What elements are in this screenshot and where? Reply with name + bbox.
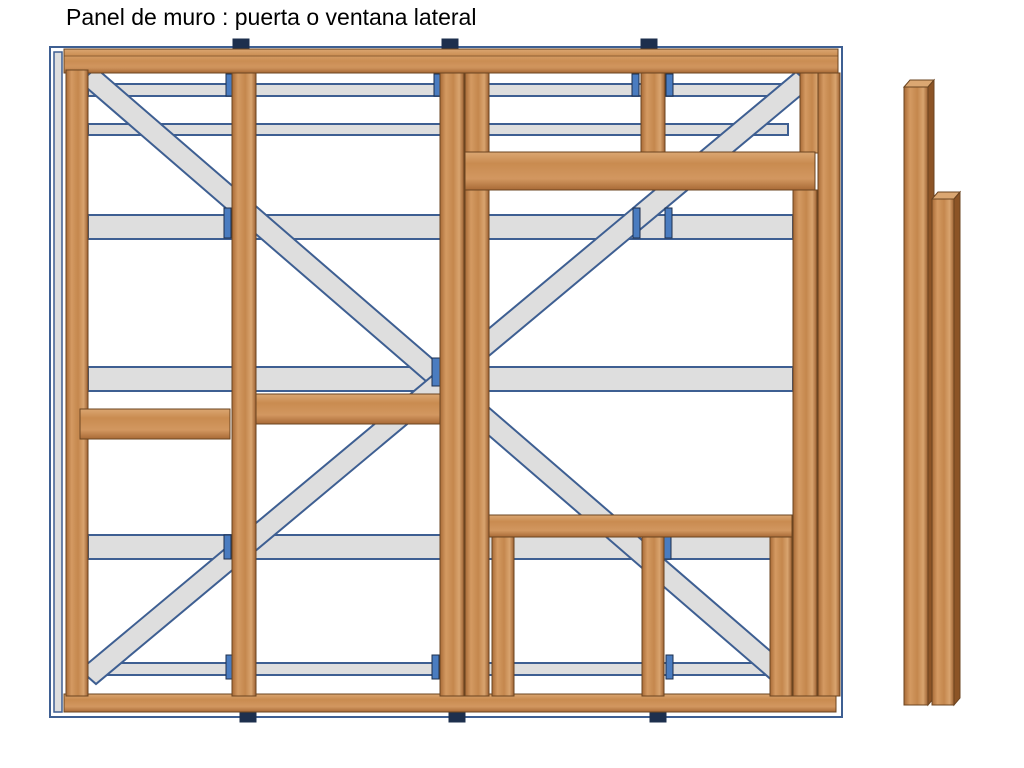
loose-studs <box>902 78 962 707</box>
loose-stud-tall <box>902 78 936 707</box>
stud-1 <box>231 72 257 697</box>
connectors <box>223 38 674 723</box>
blocking-left <box>79 408 231 440</box>
stud-right-b <box>817 72 841 697</box>
cripple-bottom-1 <box>491 536 515 697</box>
cripple-top <box>640 72 666 154</box>
stud-jack-right <box>792 189 818 697</box>
header <box>464 151 816 191</box>
loose-stud-short <box>930 190 962 707</box>
window-sill <box>488 514 793 538</box>
cripple-bottom-2 <box>641 536 665 697</box>
wood-framing <box>63 48 841 713</box>
steel-girt-5 <box>87 534 779 560</box>
bottom-plate <box>63 693 837 713</box>
top-plate-lower <box>63 55 839 74</box>
diagram-title: Panel de muro : puerta o ventana lateral <box>66 4 477 30</box>
blocking-middle <box>255 393 441 425</box>
steel-girt-2 <box>87 123 789 136</box>
stud-king-left <box>439 72 465 697</box>
cripple-bottom-3 <box>769 536 793 697</box>
stud-left-end <box>65 69 89 697</box>
